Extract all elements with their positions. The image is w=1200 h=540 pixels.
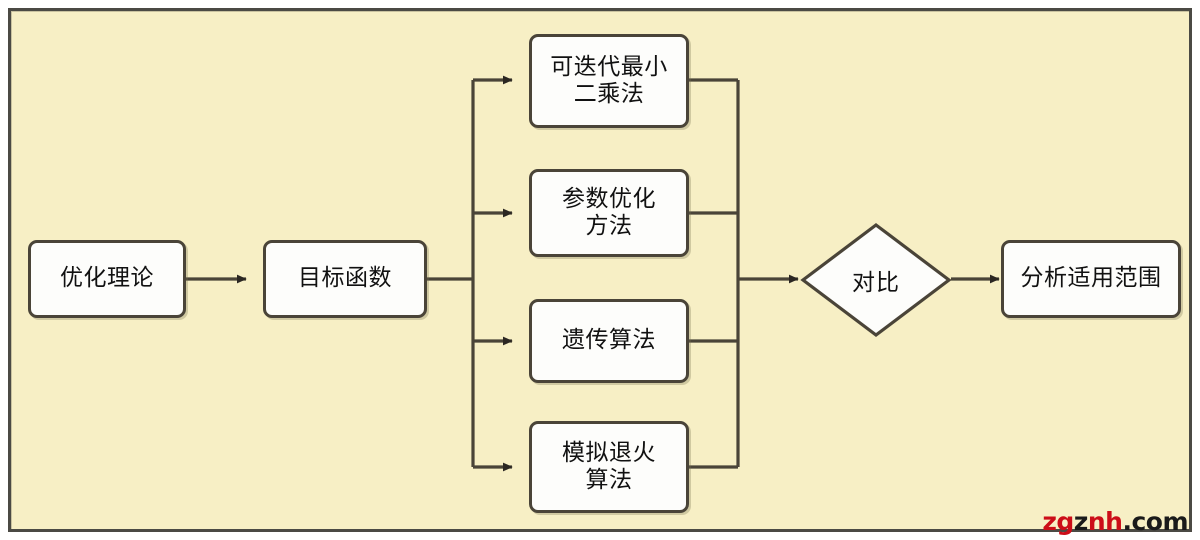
node-label: 参数优化 方法 — [562, 185, 656, 239]
node-iterative-least-squares[interactable]: 可迭代最小 二乘法 — [529, 34, 689, 128]
watermark-part-dark-1: z — [1073, 507, 1089, 536]
node-label: 可迭代最小 二乘法 — [550, 53, 668, 107]
node-label: 对比 — [852, 270, 900, 296]
watermark-part-red-2: nh — [1087, 507, 1123, 536]
node-label: 目标函数 — [298, 265, 392, 292]
node-label: 优化理论 — [60, 265, 154, 292]
node-label: 分析适用范围 — [1020, 265, 1162, 292]
node-label: 遗传算法 — [562, 327, 656, 354]
node-genetic-algorithm[interactable]: 遗传算法 — [529, 299, 689, 383]
watermark: zgznh.com — [1042, 509, 1188, 534]
watermark-part-red-1: zg — [1042, 507, 1074, 536]
node-label: 模拟退火 算法 — [562, 439, 656, 493]
node-compare-decision[interactable]: 对比 — [800, 222, 952, 338]
diamond-shape — [800, 222, 952, 338]
node-objective-function[interactable]: 目标函数 — [263, 240, 427, 318]
node-parameter-optimization-method[interactable]: 参数优化 方法 — [529, 169, 689, 257]
watermark-part-dark-2: .com — [1122, 507, 1188, 536]
node-optimization-theory[interactable]: 优化理论 — [28, 240, 186, 318]
node-simulated-annealing-algorithm[interactable]: 模拟退火 算法 — [529, 421, 689, 513]
node-analyze-applicable-scope[interactable]: 分析适用范围 — [1001, 240, 1181, 318]
